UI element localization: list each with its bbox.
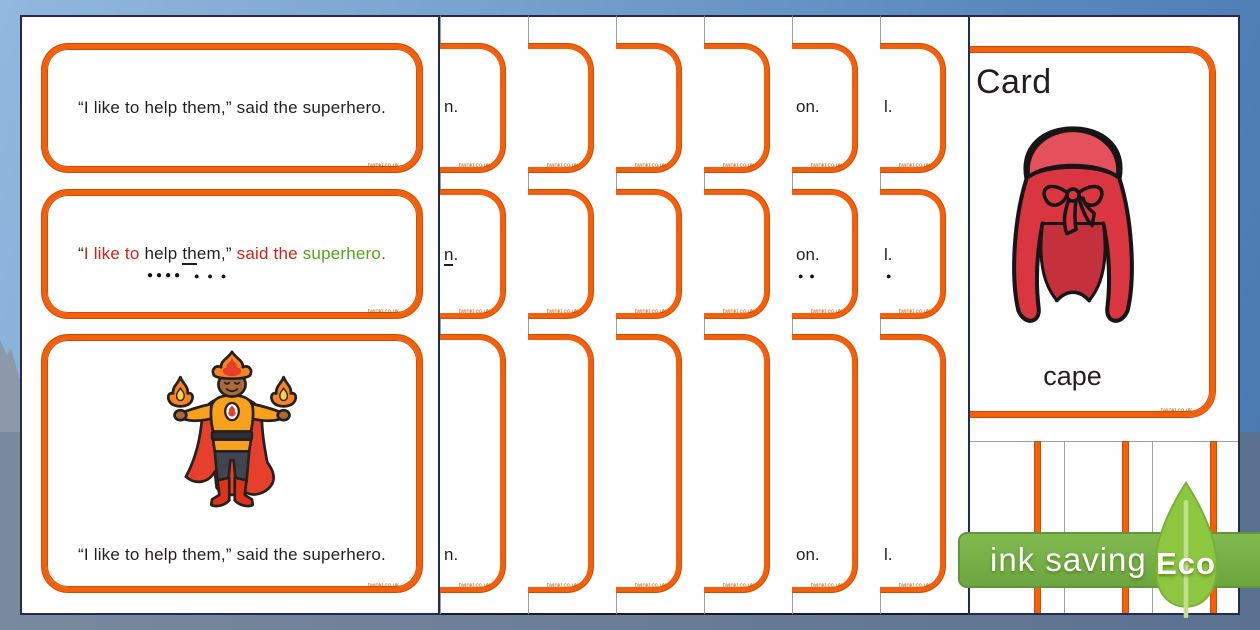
card-edge: twinkl.co.uk	[781, 335, 857, 592]
picture-sentence-card: “I like to help them,” said the superher…	[42, 335, 422, 592]
sentence-segment: I like to	[83, 244, 145, 263]
watermark: twinkl.co.uk	[898, 309, 930, 315]
card-edge: twinkl.co.uk	[605, 335, 681, 592]
watermark: twinkl.co.uk	[546, 309, 578, 315]
sentence-fragment: n.	[444, 545, 459, 564]
sound-button-sentence-card: “I like to help them,” said the superher…	[42, 190, 422, 318]
colored-sentence-text: “I like to help them,” said the superher…	[77, 244, 387, 265]
underlined-digraph: n	[444, 245, 454, 266]
front-page: “I like to help them,” said the superher…	[20, 15, 440, 615]
sub-card-border	[1035, 442, 1040, 613]
sentence-fragment: on.	[796, 97, 820, 116]
word-label: cape	[1043, 361, 1102, 391]
sound-dots: ●	[886, 271, 898, 281]
card-edge: twinkl.co.uk	[517, 44, 593, 172]
card-edge: twinkl.co.uk	[693, 44, 769, 172]
stacked-page: twinkl.co.uk twinkl.co.uk twinkl.co.uk l. l.…	[869, 15, 968, 615]
stacked-page: twinkl.co.uk twinkl.co.uk twinkl.co.uk on. o…	[781, 15, 880, 615]
watermark: twinkl.co.uk	[898, 163, 930, 169]
eco-leaf-icon	[1154, 480, 1218, 618]
sub-page-edge	[1152, 442, 1153, 613]
ink-saving-label: ink saving	[990, 541, 1147, 578]
sound-dots: ●●	[798, 271, 821, 281]
card-edge: twinkl.co.uk	[693, 190, 769, 318]
card-edge: twinkl.co.uk	[693, 335, 769, 592]
card-edge: twinkl.co.uk	[869, 44, 945, 172]
card-edge: twinkl.co.uk	[517, 335, 593, 592]
eco-label: Eco	[1156, 546, 1216, 581]
watermark: twinkl.co.uk	[722, 309, 754, 315]
sentence-fragment: on.	[796, 245, 820, 264]
right-hand-flame	[270, 375, 298, 408]
watermark: twinkl.co.uk	[367, 163, 399, 169]
hips	[211, 438, 253, 453]
card-edge: twinkl.co.uk	[429, 44, 505, 172]
page-title: Card	[976, 63, 1052, 101]
sentence-fragment: n.	[444, 97, 459, 116]
sentence-segment: help	[144, 244, 183, 263]
sentence-segment: .	[381, 244, 387, 263]
word-card-page: cape twinkl.co.uk Card	[968, 15, 1240, 615]
card-edge: twinkl.co.uk	[605, 44, 681, 172]
card-edge: twinkl.co.uk	[781, 190, 857, 318]
sentence-fragment: l.	[884, 97, 893, 116]
right-hand	[276, 408, 291, 422]
sentence-text: “I like to help them,” said the superher…	[78, 98, 386, 117]
watermark: twinkl.co.uk	[810, 583, 842, 589]
watermark: twinkl.co.uk	[722, 163, 754, 169]
superhero-illustration	[166, 350, 298, 508]
card-edge: twinkl.co.uk	[605, 190, 681, 318]
sentence-segment: superhero	[302, 244, 382, 263]
sentence-segment: th	[182, 244, 197, 265]
watermark: twinkl.co.uk	[810, 309, 842, 315]
watermark: twinkl.co.uk	[634, 309, 666, 315]
sentence-text: “I like to help them,” said the superher…	[78, 545, 386, 564]
sub-card-border	[1123, 442, 1128, 613]
sentence-segment: said the	[236, 244, 303, 263]
stacked-page: twinkl.co.uk twinkl.co.uk twinkl.co.uk	[605, 15, 704, 615]
card-edge: twinkl.co.uk	[517, 190, 593, 318]
watermark: twinkl.co.uk	[722, 583, 754, 589]
watermark: twinkl.co.uk	[634, 163, 666, 169]
sub-card-border	[1211, 442, 1216, 613]
left-boot	[209, 476, 231, 508]
sentence-fragment: l.	[884, 245, 893, 264]
card-edge: twinkl.co.uk	[781, 44, 857, 172]
right-boot	[233, 476, 255, 508]
watermark: twinkl.co.uk	[367, 309, 399, 315]
sentence-fragment: on.	[796, 545, 820, 564]
watermark: twinkl.co.uk	[546, 163, 578, 169]
stacked-page: twinkl.co.uk twinkl.co.uk twinkl.co.uk	[517, 15, 616, 615]
stacked-page: twinkl.co.uk twinkl.co.uk twinkl.co.uk	[693, 15, 792, 615]
watermark: twinkl.co.uk	[458, 583, 490, 589]
card-edge: twinkl.co.uk	[869, 335, 945, 592]
sentence-segment: em,”	[196, 244, 237, 263]
sentence-segment: “	[77, 244, 84, 263]
watermark: twinkl.co.uk	[898, 583, 930, 589]
sound-dots-them: ●●●	[194, 271, 235, 281]
card-edge: twinkl.co.uk	[429, 335, 505, 592]
left-hand-flame	[166, 375, 194, 408]
word-card: cape twinkl.co.uk	[970, 47, 1215, 417]
sentence-fragment: n.	[444, 245, 459, 266]
card-edge: twinkl.co.uk	[869, 190, 945, 318]
card-edge: twinkl.co.uk	[429, 190, 505, 318]
watermark: twinkl.co.uk	[1160, 408, 1192, 414]
sentence-card: “I like to help them,” said the superher…	[42, 44, 422, 172]
watermark: twinkl.co.uk	[634, 583, 666, 589]
sentence-fragment: l.	[884, 545, 893, 564]
cape-illustration	[1011, 126, 1134, 323]
watermark: twinkl.co.uk	[458, 309, 490, 315]
sub-page-edge	[970, 441, 1238, 442]
sub-page-edge	[1064, 442, 1065, 613]
watermark: twinkl.co.uk	[810, 163, 842, 169]
left-hand	[173, 408, 188, 422]
stacked-page: twinkl.co.uk twinkl.co.uk twinkl.co.uk n. n.…	[429, 15, 528, 615]
sound-dots-help: ●●●●	[147, 270, 184, 281]
watermark: twinkl.co.uk	[367, 583, 399, 589]
watermark: twinkl.co.uk	[458, 163, 490, 169]
watermark: twinkl.co.uk	[546, 583, 578, 589]
